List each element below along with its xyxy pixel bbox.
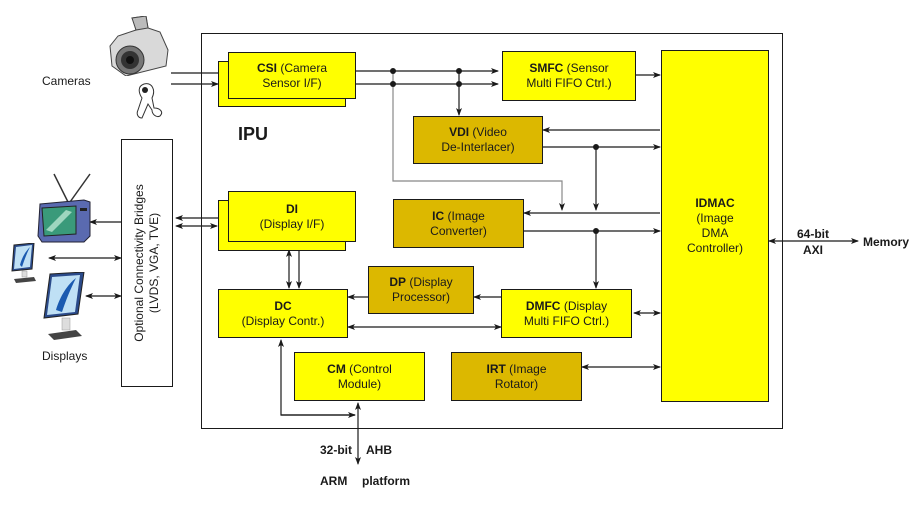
cm-block[interactable]: CM (Control Module): [294, 352, 425, 401]
large-monitor-icon: [43, 272, 85, 340]
connectivity-bridges-block[interactable]: Optional Connectivity Bridges (LVDS, VGA…: [121, 139, 173, 387]
webcam-icon: [136, 83, 163, 119]
junction-dot: [593, 144, 599, 150]
ahb-width-label: 32-bit: [320, 443, 353, 457]
idmac-abbr: IDMAC: [695, 196, 735, 210]
idmac-desc-1: (Image: [696, 211, 734, 225]
idmac-block[interactable]: IDMAC (Image DMA Controller): [661, 50, 769, 402]
csi-abbr: CSI: [256, 60, 277, 75]
memory-label: Memory: [863, 235, 910, 249]
ic-block[interactable]: IC (Image Converter): [393, 199, 524, 248]
vdi-desc-2: De-Interlacer): [441, 140, 515, 154]
ic-desc-2: Converter): [430, 223, 487, 238]
irt-block[interactable]: IRT (Image Rotator): [451, 352, 582, 401]
irt-desc-2: Rotator): [494, 376, 539, 391]
idmac-desc-2: DMA: [701, 226, 729, 240]
csi-desc-2: Sensor I/F): [262, 75, 322, 90]
camera-icon: [109, 16, 169, 76]
ipu-title: IPU: [238, 124, 269, 144]
bridge-label-1: Optional Connectivity Bridges: [132, 184, 146, 342]
dp-desc: (Display: [405, 275, 453, 289]
ic-desc: (Image: [444, 208, 485, 223]
dp-abbr: DP: [389, 275, 406, 289]
displays-label: Displays: [42, 349, 88, 363]
junction-dot: [390, 81, 396, 87]
cm-desc: (Control: [345, 361, 392, 376]
csi-block[interactable]: CSI (Camera Sensor I/F): [228, 52, 356, 99]
ipu-frame: [201, 33, 783, 429]
irt-desc: (Image: [505, 361, 547, 376]
di-desc: (Display I/F): [259, 216, 325, 231]
smfc-desc: (Sensor: [563, 61, 609, 75]
dc-abbr: DC: [274, 298, 292, 313]
vdi-abbr: VDI: [449, 125, 470, 139]
dmfc-block[interactable]: DMFC (Display Multi FIFO Ctrl.): [501, 289, 632, 338]
dc-desc: (Display Contr.): [241, 313, 325, 328]
junction-dot: [390, 68, 396, 74]
dp-block[interactable]: DP (Display Processor): [368, 266, 474, 314]
axi-width-label: 64-bit: [797, 227, 830, 241]
cameras-label: Cameras: [42, 74, 91, 88]
ahb-label: AHB: [366, 443, 392, 457]
smfc-block[interactable]: SMFC (Sensor Multi FIFO Ctrl.): [502, 51, 636, 101]
junction-dot: [593, 228, 599, 234]
dc-block[interactable]: DC (Display Contr.): [218, 289, 348, 338]
di-abbr: DI: [286, 201, 298, 216]
wire-csi-ic: [392, 71, 565, 211]
arm-label: ARM: [320, 474, 348, 488]
platform-label: platform: [362, 474, 410, 488]
dmfc-desc-2: Multi FIFO Ctrl.): [523, 313, 610, 328]
di-block[interactable]: DI (Display I/F): [228, 191, 356, 242]
idmac-desc-3: Controller): [686, 241, 743, 255]
smfc-abbr: SMFC: [529, 61, 564, 75]
junction-dot: [456, 68, 462, 74]
tv-icon: [37, 173, 91, 243]
junction-dot: [456, 81, 462, 87]
smfc-desc-2: Multi FIFO Ctrl.): [526, 76, 612, 90]
axi-label: AXI: [803, 243, 824, 257]
vdi-block[interactable]: VDI (Video De-Interlacer): [413, 116, 543, 164]
dmfc-abbr: DMFC: [525, 298, 561, 313]
csi-desc: (Camera: [277, 60, 328, 75]
cm-desc-2: Module): [337, 376, 382, 391]
dmfc-desc: (Display: [560, 298, 608, 313]
small-monitor-icon: [11, 243, 36, 283]
irt-abbr: IRT: [486, 361, 506, 376]
dp-desc-2: Processor): [391, 290, 450, 304]
bridge-label-2: (LVDS, VGA, TVE): [147, 212, 161, 314]
vdi-desc: (Video: [469, 125, 507, 139]
cm-abbr: CM: [327, 361, 346, 376]
ic-abbr: IC: [432, 208, 445, 223]
